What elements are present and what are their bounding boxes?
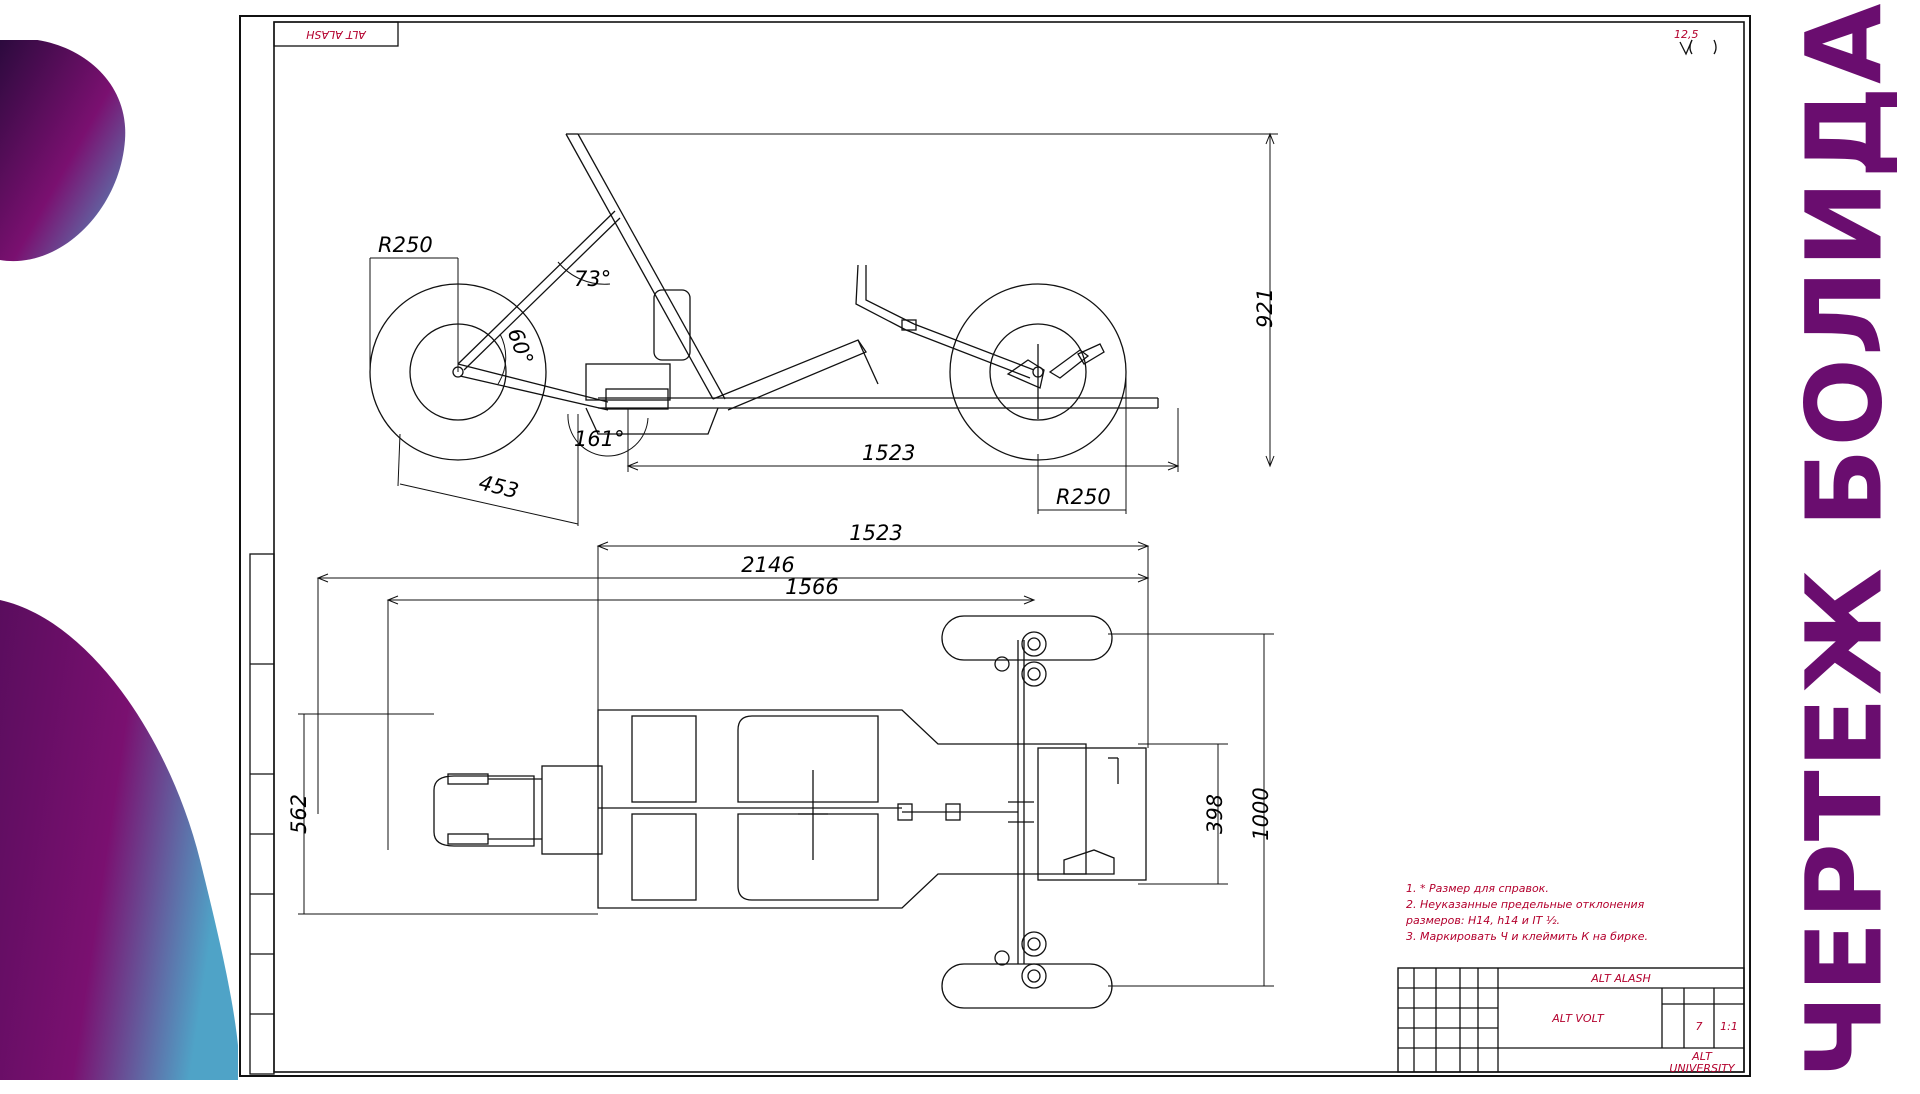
top-view: 1523 2146 1566 562 398 1000 [287, 521, 1274, 1009]
dim-length-mid: 1566 [785, 575, 838, 599]
note-line: 3. Маркировать Ч и клеймить К на бирке. [1406, 930, 1648, 943]
outer-frame [239, 15, 1751, 1077]
slide-title: ЧЕРТЕЖ БОЛИДА [1784, 1, 1906, 1079]
title-block: ALT ALASH ALT VOLT 7 1:1 ALT UNIVERSITY [1397, 967, 1745, 1075]
surface-mark: 12,5 [1674, 28, 1699, 41]
title-block-product: ALT VOLT [1551, 1012, 1605, 1025]
dim-radius-front: R250 [1056, 485, 1111, 509]
title-block-company: ALT ALASH [1590, 972, 1651, 985]
title-block-qty: 7 [1696, 1020, 1703, 1033]
note-line: размеров: H14, h14 и IT ⅟₂. [1405, 914, 1560, 927]
dim-length-diag: 453 [476, 470, 521, 503]
bolide-drawing: ALT ALASH 12,5 [239, 15, 1751, 1077]
title-block-org: ALT [1691, 1050, 1713, 1063]
front-wheel-left [941, 615, 1113, 661]
decorative-blob-top [0, 40, 126, 262]
decorative-blob-bottom [0, 600, 240, 1080]
dim-width-rear: 562 [287, 794, 311, 834]
corner-label-box [273, 21, 399, 47]
inner-frame [273, 21, 1745, 1073]
title-block-scale: 1:1 [1720, 1020, 1738, 1033]
note-line: 2. Неуказанные предельные отклонения [1406, 898, 1645, 911]
dim-length-top: 1523 [849, 521, 902, 545]
dim-height: 921 [1253, 288, 1277, 328]
margin-strip [249, 553, 275, 1075]
drawing-sheet: ALT ALASH 12,5 [238, 14, 1764, 1094]
dim-width-track: 1000 [1249, 787, 1273, 840]
slide-title-container: ЧЕРТЕЖ БОЛИДА [1770, 0, 1920, 1080]
dim-length-overall: 2146 [741, 553, 794, 577]
dim-width-inner: 398 [1203, 794, 1227, 834]
note-line: 1. * Размер для справок. [1406, 882, 1549, 895]
side-view: R250 73° 60° 161° 453 1523 R250 921 [369, 132, 1278, 526]
drawing-notes: 1. * Размер для справок. 2. Неуказанные … [1405, 882, 1648, 943]
dim-angle-low: 161° [574, 427, 625, 451]
corner-label: ALT ALASH [306, 28, 367, 41]
dim-angle-top: 73° [574, 267, 611, 291]
dim-length-base: 1523 [862, 441, 915, 465]
dim-angle-mid: 60° [503, 325, 538, 368]
dim-radius-rear: R250 [378, 233, 433, 257]
title-block-org: UNIVERSITY [1669, 1062, 1736, 1075]
